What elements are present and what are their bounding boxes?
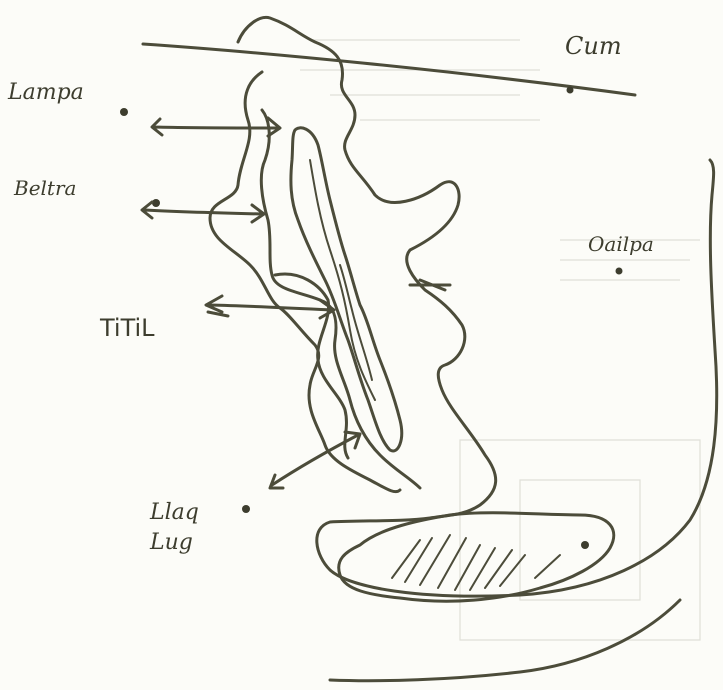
dot-lampa [120, 108, 128, 116]
hatch-dot [581, 541, 589, 549]
outer-outline [238, 17, 717, 596]
arrow-llaq [242, 432, 360, 513]
label-llaq-line2: Lug [150, 530, 193, 555]
label-llaq-line1: Llaq [150, 500, 199, 525]
hatch-8 [500, 555, 525, 586]
dot-oailpa [616, 268, 623, 275]
label-lampa: Lampa [8, 80, 84, 105]
hatch-3 [420, 535, 450, 585]
ghost-lines-top [300, 40, 540, 120]
dot-beltra [152, 199, 160, 207]
hatch-2 [405, 538, 432, 582]
arrow-beltra [142, 199, 264, 222]
label-titil: TiTiL [100, 314, 155, 342]
label-cum: Cum [565, 32, 622, 60]
dot-cum [567, 87, 574, 94]
ghost-boxes [460, 440, 700, 640]
hatch-7 [485, 550, 512, 588]
hatch-4 [438, 538, 466, 588]
body-outline [210, 72, 400, 492]
label-beltra: Beltra [14, 176, 76, 200]
hatch-9 [535, 555, 560, 578]
inner-outline [261, 110, 420, 488]
arrow-lampa [120, 108, 280, 136]
label-oailpa: Oailpa [588, 232, 654, 256]
hatch-1 [392, 540, 420, 578]
dot-llaq [242, 505, 250, 513]
